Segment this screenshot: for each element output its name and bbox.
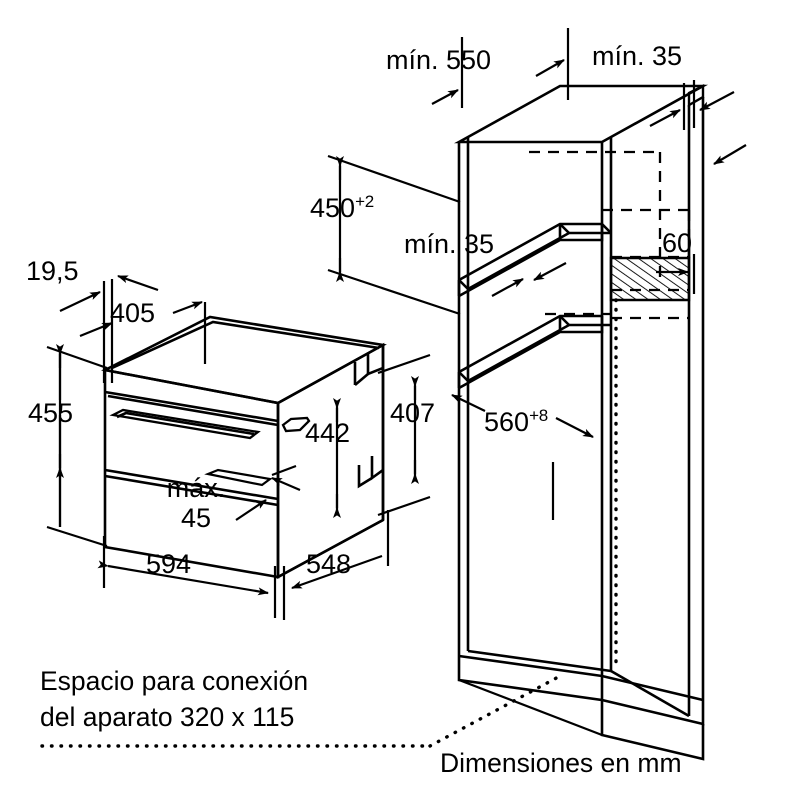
dim-label-niche-depth-min: mín. 550 (386, 45, 492, 75)
dim-tolerance-niche-height: +2 (355, 192, 374, 211)
dim-label-depth-body: 548 (306, 549, 352, 579)
dim-label-niche-top-gap-min: mín. 35 (592, 41, 683, 71)
dim-label-depth-top: 405 (110, 298, 156, 328)
dim-label-height-front: 455 (28, 398, 74, 428)
dim-label-niche-width: 560+8 (484, 407, 548, 436)
cabinet-dimension-lines (327, 28, 747, 520)
oven-dimension-lines (46, 274, 431, 620)
dim-tolerance-niche-width: +8 (529, 406, 548, 425)
cabinet-shelf-lower (457, 314, 611, 390)
dim-label-vent-height: 60 (662, 228, 693, 258)
dim-label-door-gap-max-line1: máx. (166, 473, 226, 503)
dim-value-niche-width: 560 (484, 407, 530, 437)
dim-label-depth-top-offset: 19,5 (26, 256, 79, 286)
dim-label-door-gap-max: máx. 45 (148, 473, 244, 533)
dim-label-height-body: 442 (305, 418, 351, 448)
dim-value-niche-height: 450 (310, 193, 356, 223)
dim-label-width-front: 594 (146, 549, 192, 579)
ventilation-opening (609, 256, 691, 302)
units-note: Dimensiones en mm (440, 748, 682, 778)
dim-label-door-gap-max-line2: 45 (180, 503, 212, 534)
cabinet-shelf (457, 222, 612, 298)
connection-note-line2: del aparato 320 x 115 (40, 702, 295, 732)
dim-label-height-rear: 407 (390, 398, 436, 428)
dim-label-niche-height: 450+2 (310, 193, 374, 222)
connection-note-line1: Espacio para conexión (40, 666, 309, 696)
dim-label-niche-shelf-gap-min: mín. 35 (404, 229, 495, 259)
connection-note-leader (40, 674, 562, 748)
oven-body (101, 315, 387, 580)
